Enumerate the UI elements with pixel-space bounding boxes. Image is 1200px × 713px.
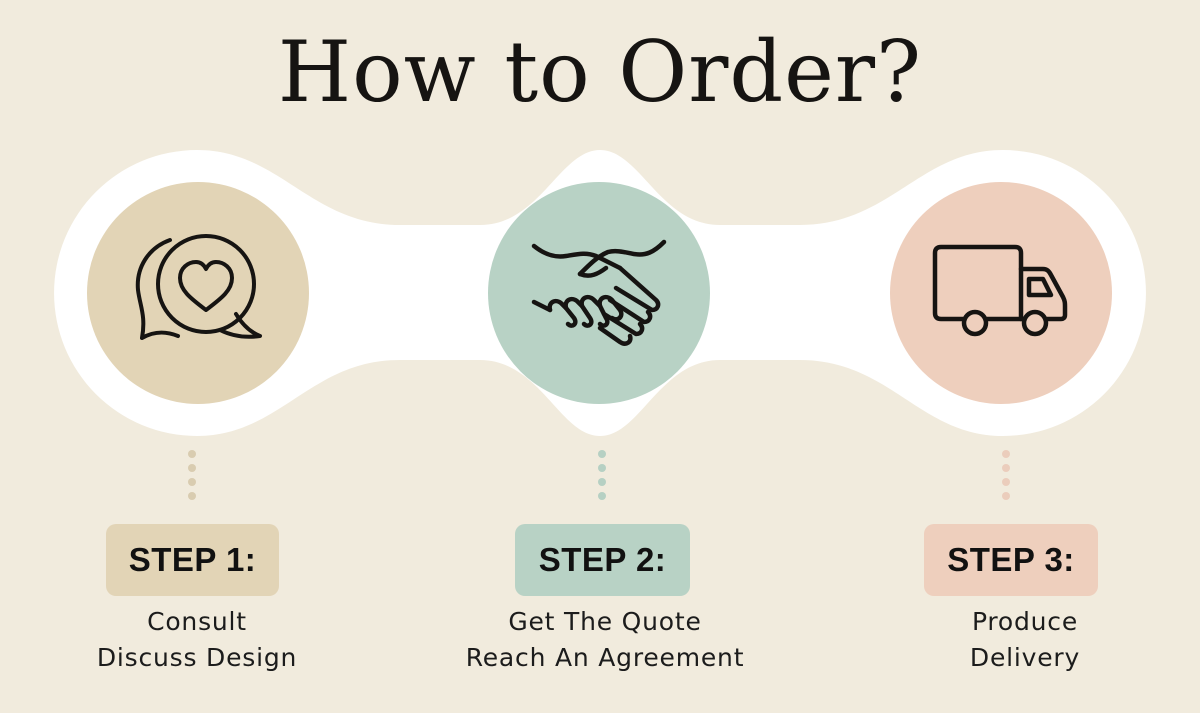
step-1-dots (187, 450, 197, 506)
step-3-circle (890, 182, 1112, 404)
step-1-description: Consult Discuss Design (47, 604, 347, 676)
step-3-line-1: Produce (971, 607, 1079, 636)
step-1-line-2: Discuss Design (96, 643, 298, 672)
step-3-description: Produce Delivery (875, 604, 1175, 676)
step-1-badge: STEP 1: (106, 524, 279, 596)
step-3-dots (1001, 450, 1011, 506)
step-3-badge: STEP 3: (924, 524, 1098, 596)
heart-speech-bubble-icon (135, 234, 262, 340)
step-2-line-2: Reach An Agreement (465, 643, 745, 672)
page-title: How to Order? (277, 23, 923, 121)
step-2-dots (597, 450, 607, 506)
step-2-description: Get The Quote Reach An Agreement (440, 604, 770, 676)
step-2-badge: STEP 2: (515, 524, 690, 596)
step-1-line-1: Consult (147, 607, 247, 636)
handshake-icon (531, 239, 667, 346)
step-2-line-1: Get The Quote (508, 607, 702, 636)
delivery-truck-icon (932, 244, 1068, 337)
step-3-line-2: Delivery (969, 643, 1081, 672)
step-2-circle (488, 182, 710, 404)
step-1-circle (87, 182, 309, 404)
